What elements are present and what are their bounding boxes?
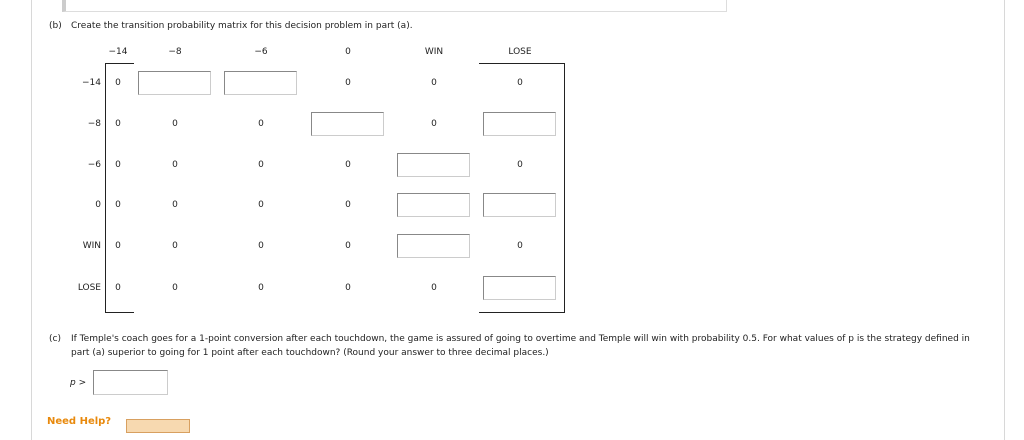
matrix-cell: 0 [172,241,178,251]
matrix-cell: 0 [345,200,351,210]
matrix-cell: 0 [115,78,121,88]
right-bracket [479,63,565,313]
matrix-input[interactable] [311,112,384,136]
matrix-cell: 0 [258,283,264,293]
matrix-cell: 0 [115,200,121,210]
matrix-input[interactable] [138,71,211,95]
question-frame [31,0,1005,440]
matrix-cell: 0 [431,119,437,129]
matrix-input[interactable] [483,112,556,136]
previous-answer-box [62,0,727,12]
matrix-cell: 0 [172,160,178,170]
part-c-text: If Temple's coach goes for a 1-point con… [71,334,970,358]
matrix-cell: 0 [115,283,121,293]
part-b-label: (b) [49,21,62,31]
matrix-cell: 0 [115,241,121,251]
column-header: 0 [345,47,351,57]
matrix-cell: 0 [258,160,264,170]
matrix-cell: 0 [345,78,351,88]
matrix-cell: 0 [517,241,523,251]
matrix-cell: 0 [172,119,178,129]
need-help-label: Need Help? [47,416,112,427]
matrix-cell: 0 [517,160,523,170]
column-header: −14 [108,47,128,57]
p-answer-input[interactable] [93,370,168,395]
matrix-cell: 0 [517,78,523,88]
row-header: −14 [82,78,101,88]
left-bracket [105,63,134,313]
matrix-input[interactable] [397,153,470,177]
column-header: −8 [168,47,182,57]
row-header: −6 [87,160,101,170]
matrix-cell: 0 [258,200,264,210]
matrix-input[interactable] [483,276,556,300]
matrix-cell: 0 [431,78,437,88]
part-c-prompt: (c) If Temple's coach goes for a 1-point… [49,332,979,358]
matrix-cell: 0 [258,119,264,129]
row-header: 0 [95,200,101,210]
matrix-input[interactable] [483,193,556,217]
column-header: −6 [254,47,268,57]
row-header: LOSE [77,283,101,293]
row-header: −8 [87,119,101,129]
matrix-cell: 0 [345,241,351,251]
help-button[interactable] [126,419,190,433]
matrix-cell: 0 [258,241,264,251]
matrix-input[interactable] [397,234,470,258]
matrix-cell: 0 [345,283,351,293]
matrix-cell: 0 [115,119,121,129]
part-b-prompt: (b) Create the transition probability mat… [49,21,413,31]
p-label: p > [70,378,87,388]
matrix-cell: 0 [115,160,121,170]
matrix-input[interactable] [397,193,470,217]
matrix-input[interactable] [224,71,297,95]
part-b-text: Create the transition probability matrix… [71,21,413,31]
matrix-cell: 0 [345,160,351,170]
part-c-label: (c) [49,334,61,344]
matrix-cell: 0 [431,283,437,293]
column-header: LOSE [508,47,532,57]
matrix-cell: 0 [172,200,178,210]
column-header: WIN [424,47,444,57]
row-header: WIN [82,241,101,251]
matrix-cell: 0 [172,283,178,293]
